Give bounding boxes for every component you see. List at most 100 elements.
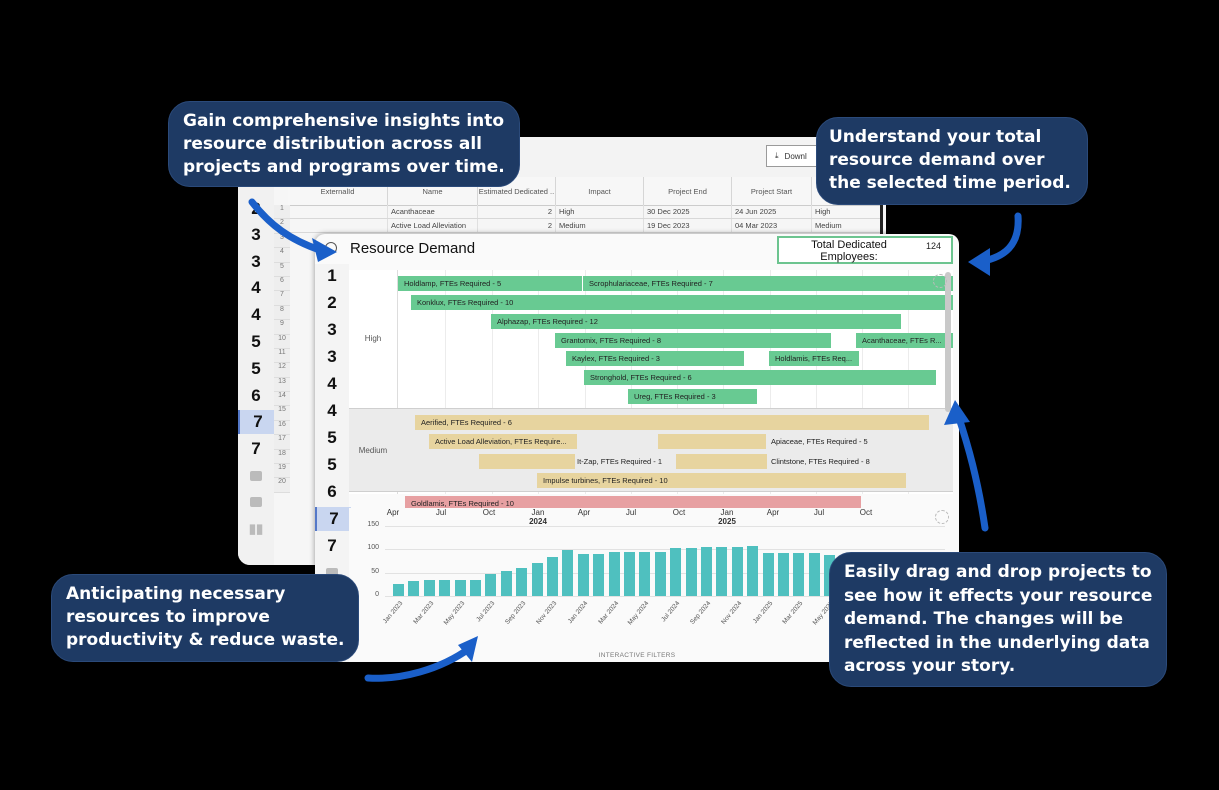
row-number[interactable]: 14: [274, 392, 290, 407]
demand-bar[interactable]: [439, 580, 451, 596]
demand-bar[interactable]: [701, 547, 712, 596]
gantt-scrollbar[interactable]: [945, 272, 951, 412]
column-header[interactable]: Impact: [556, 177, 644, 205]
rail-page[interactable]: 3: [251, 225, 261, 244]
rail-page[interactable]: 5: [251, 359, 261, 378]
project-bar[interactable]: Kaylex, FTEs Required - 3: [566, 351, 744, 366]
settings-gear-icon[interactable]: [933, 274, 947, 288]
project-bar[interactable]: [676, 454, 767, 469]
demand-bar[interactable]: [778, 553, 789, 596]
demand-bar[interactable]: [716, 547, 728, 596]
row-number[interactable]: 7: [274, 291, 290, 306]
project-bar[interactable]: Grantomix, FTEs Required - 8: [555, 333, 831, 348]
column-header[interactable]: Project Start: [732, 177, 812, 205]
puzzle-icon[interactable]: [238, 490, 274, 514]
row-number[interactable]: 17: [274, 435, 290, 450]
demand-bar[interactable]: [516, 567, 528, 596]
column-header[interactable]: Name: [388, 177, 478, 205]
demand-bar[interactable]: [547, 557, 558, 596]
rail-page[interactable]: 4: [327, 401, 337, 420]
arrow-curve-icon: [364, 644, 474, 682]
project-bar[interactable]: Konklux, FTEs Required - 10: [411, 295, 953, 310]
demand-bar[interactable]: [624, 552, 635, 596]
bar-chart-icon[interactable]: ▮▮: [248, 521, 264, 536]
demand-bar[interactable]: [577, 553, 589, 596]
row-number[interactable]: 18: [274, 449, 290, 465]
interactive-filters-label[interactable]: INTERACTIVE FILTERS: [598, 652, 676, 659]
demand-bar[interactable]: [654, 552, 666, 596]
row-number[interactable]: 16: [274, 420, 290, 436]
demand-bar[interactable]: [731, 547, 743, 596]
rail-page[interactable]: 1: [327, 266, 337, 285]
column-header[interactable]: Estimated Dedicated ..: [478, 177, 556, 205]
project-bar[interactable]: Alphazap, FTEs Required - 12: [491, 314, 901, 329]
demand-bar[interactable]: [793, 553, 805, 596]
project-bar[interactable]: [479, 454, 575, 469]
puzzle-icon[interactable]: [315, 561, 349, 585]
row-number[interactable]: 9: [274, 320, 290, 335]
rail-page[interactable]: 6: [251, 386, 261, 405]
row-number[interactable]: 10: [274, 334, 290, 349]
project-bar[interactable]: Ureg, FTEs Required - 3: [628, 389, 757, 404]
demand-bar[interactable]: [454, 580, 466, 596]
rail-page[interactable]: 4: [251, 278, 261, 297]
demand-bar[interactable]: [562, 549, 574, 596]
rail-page[interactable]: 5: [327, 428, 337, 447]
rail-page-selected[interactable]: 7: [238, 410, 276, 434]
table-row[interactable]: Active Load Alleviation 2 Medium 19 Dec …: [288, 219, 883, 233]
demand-bar[interactable]: [639, 552, 651, 596]
project-bar[interactable]: Holdlamp, FTEs Required - 5: [398, 276, 582, 291]
row-number[interactable]: 12: [274, 363, 290, 378]
column-header[interactable]: ExternalId: [288, 177, 388, 205]
row-number[interactable]: 13: [274, 377, 290, 393]
rail-page[interactable]: 3: [327, 320, 337, 339]
rail-page[interactable]: 5: [251, 332, 261, 351]
puzzle-icon[interactable]: [238, 464, 274, 488]
settings-gear-icon[interactable]: [935, 510, 949, 524]
project-bar[interactable]: [658, 434, 766, 449]
rail-page[interactable]: 5: [327, 455, 337, 474]
row-number[interactable]: 19: [274, 464, 290, 479]
demand-bar[interactable]: [747, 545, 759, 596]
row-number[interactable]: 5: [274, 262, 290, 277]
demand-bar[interactable]: [408, 581, 420, 596]
row-number[interactable]: 6: [274, 276, 290, 292]
row-number[interactable]: 20: [274, 478, 290, 493]
demand-bar[interactable]: [808, 553, 820, 596]
demand-bar[interactable]: [470, 579, 481, 596]
row-number[interactable]: 8: [274, 305, 290, 321]
project-bar[interactable]: Impulse turbines, FTEs Required - 10: [537, 473, 906, 488]
rail-page[interactable]: 4: [251, 305, 261, 324]
project-bar[interactable]: Acanthaceae, FTEs R...: [856, 333, 953, 348]
rail-page-selected[interactable]: 7: [315, 507, 351, 531]
rail-page[interactable]: 2: [327, 293, 337, 312]
demand-bar[interactable]: [531, 562, 543, 596]
row-number[interactable]: 11: [274, 348, 290, 364]
rail-page[interactable]: 3: [327, 347, 337, 366]
rail-page[interactable]: 7: [251, 439, 261, 458]
demand-bar[interactable]: [685, 548, 697, 596]
demand-bar[interactable]: [485, 573, 497, 596]
project-bar[interactable]: Aerified, FTEs Required - 6: [415, 415, 929, 430]
project-bar[interactable]: Holdlamis, FTEs Req...: [769, 351, 859, 366]
project-bar[interactable]: Active Load Alleviation, FTEs Require...: [429, 434, 577, 449]
demand-bar[interactable]: [762, 553, 774, 596]
project-bar[interactable]: Stronghold, FTEs Required - 6: [584, 370, 936, 385]
row-number[interactable]: 4: [274, 248, 290, 263]
project-bar[interactable]: Scrophulariaceae, FTEs Required - 7: [583, 276, 953, 291]
project-bar[interactable]: Goldlamis, FTEs Required - 10: [405, 496, 861, 511]
rail-page[interactable]: 7: [327, 536, 337, 555]
demand-bar[interactable]: [670, 548, 682, 596]
column-header[interactable]: Project End: [644, 177, 732, 205]
demand-bar[interactable]: [500, 571, 512, 596]
demand-bar[interactable]: [393, 584, 404, 596]
rail-page[interactable]: 4: [327, 374, 337, 393]
demand-bar[interactable]: [593, 553, 605, 596]
row-number[interactable]: 1: [274, 205, 290, 220]
row-number[interactable]: 15: [274, 406, 290, 421]
demand-bar[interactable]: [423, 580, 435, 596]
rail-page[interactable]: 3: [251, 252, 261, 271]
demand-bar[interactable]: [608, 552, 620, 596]
rail-page[interactable]: 6: [327, 482, 337, 501]
